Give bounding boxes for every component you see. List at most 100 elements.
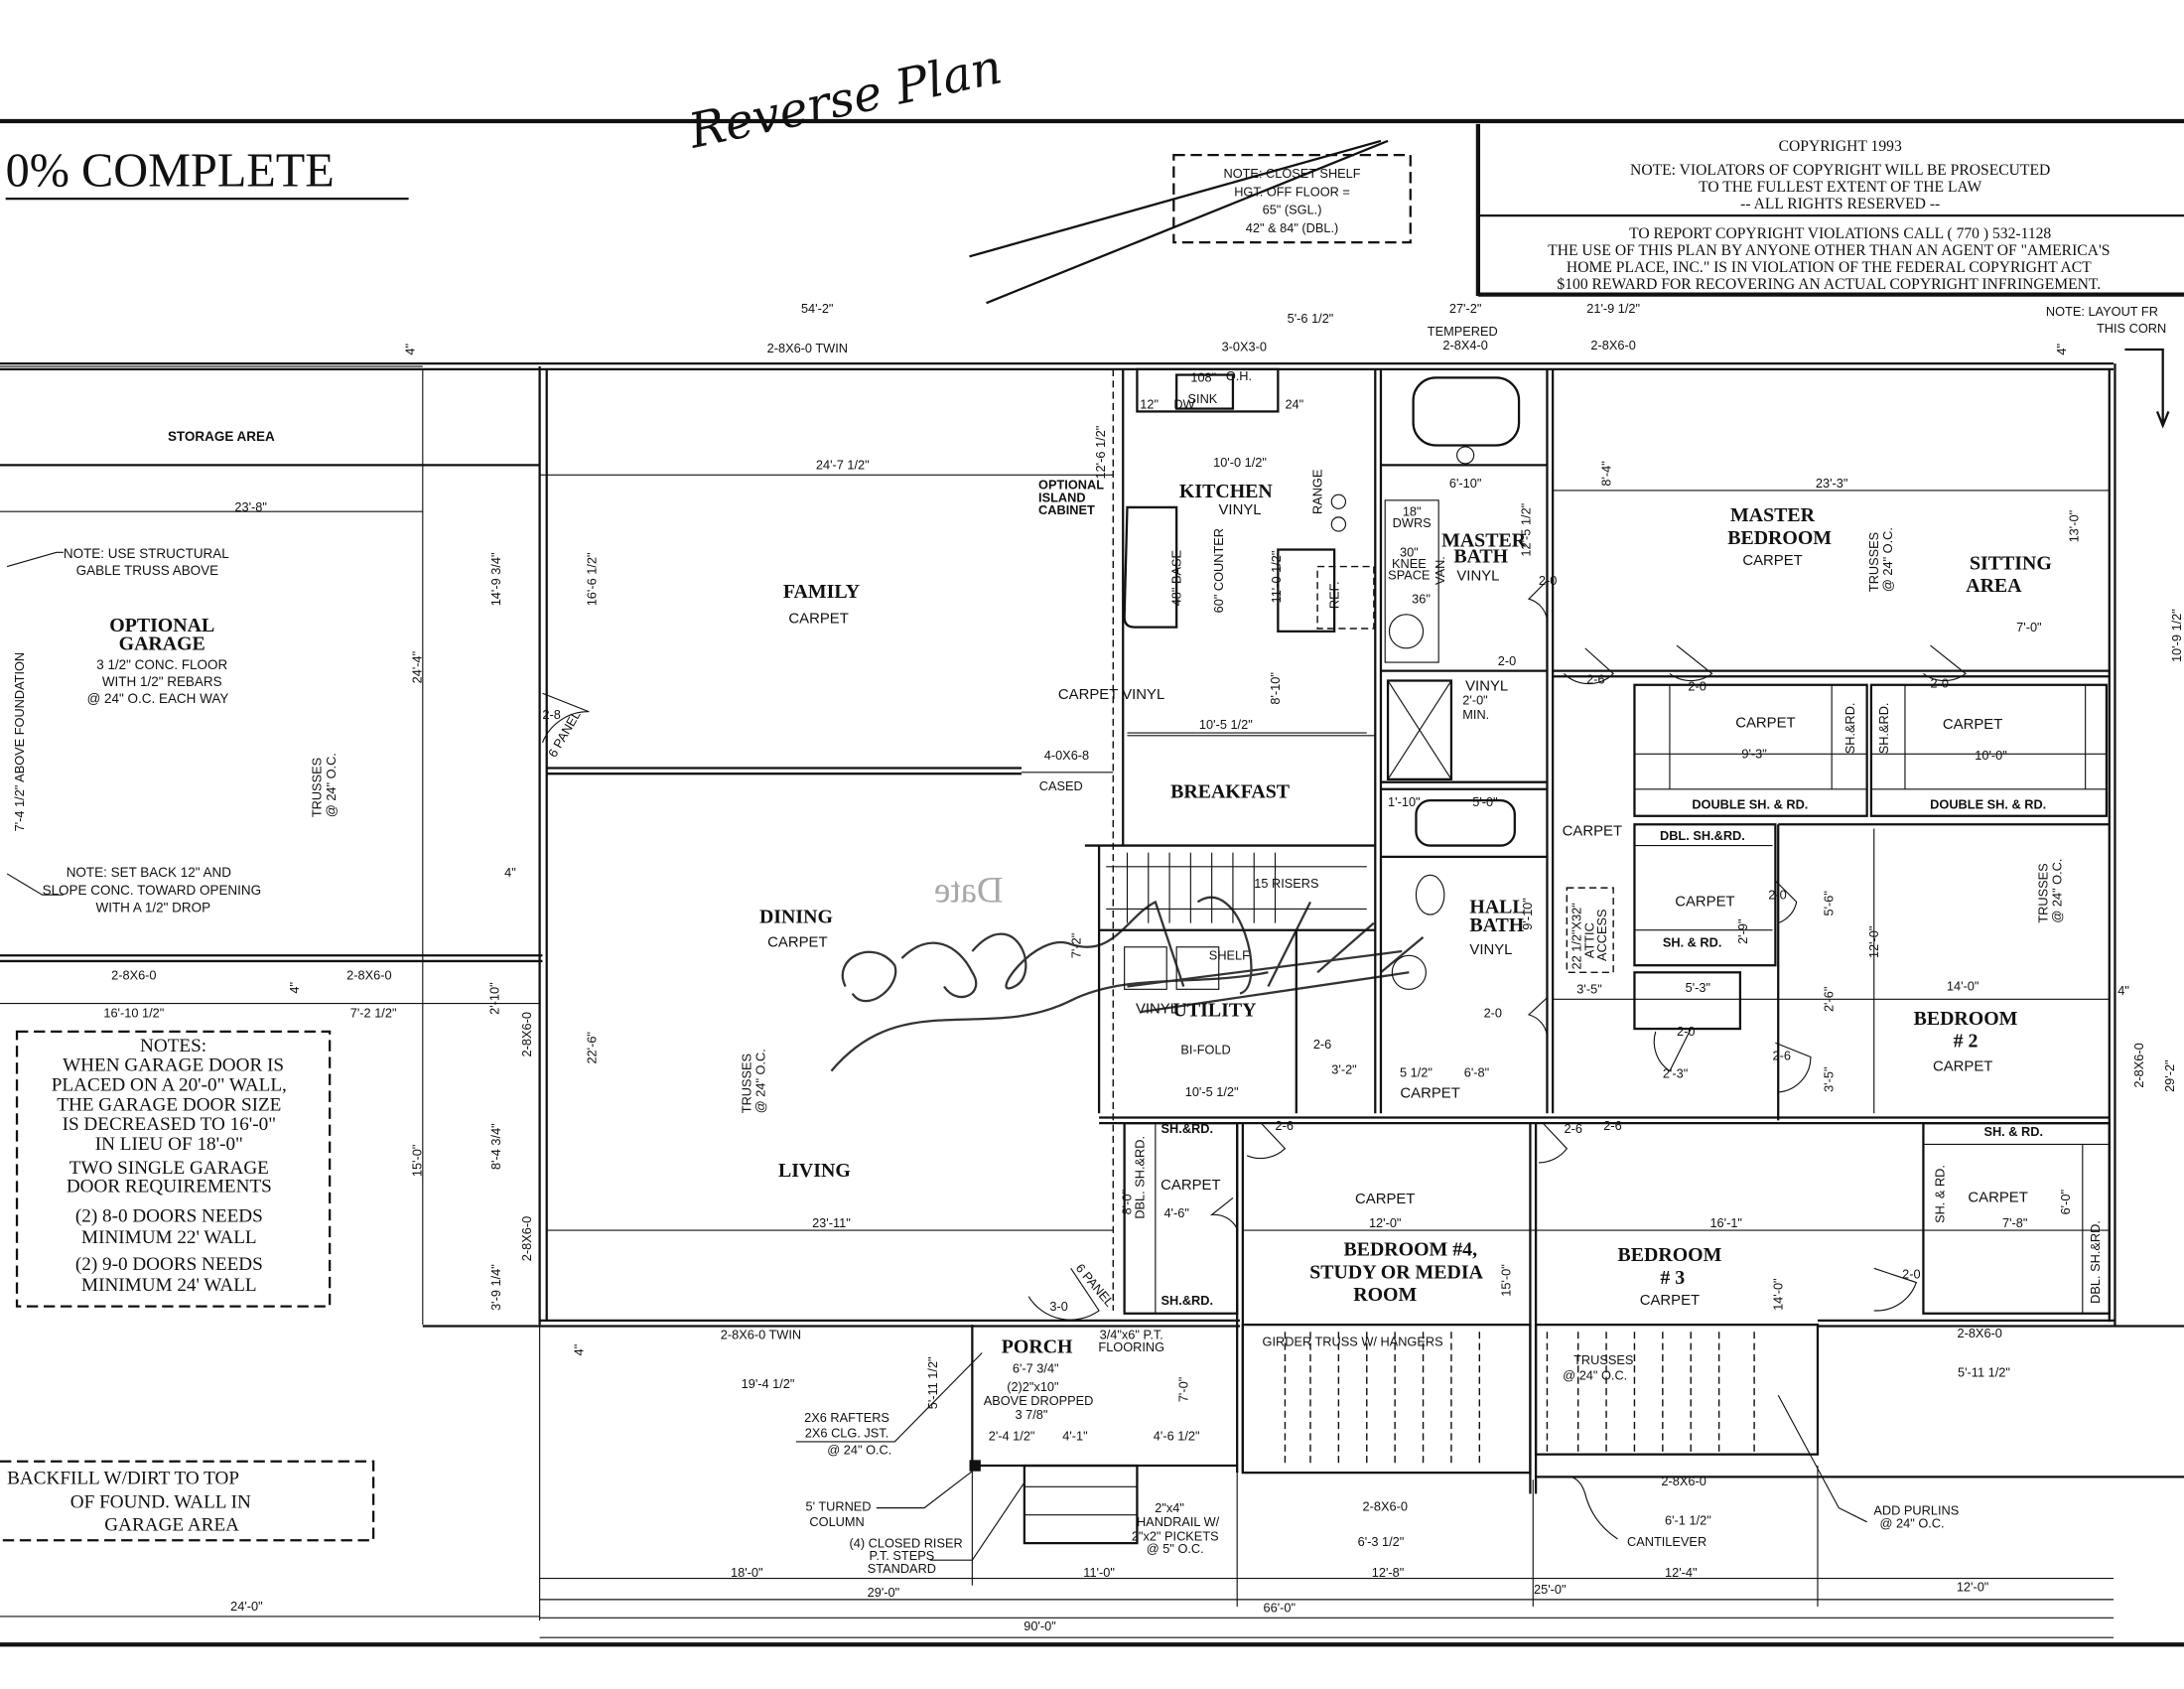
label-24: 24" bbox=[1285, 397, 1303, 412]
handwritten-strokes bbox=[969, 139, 1389, 305]
room-porch: PORCH bbox=[1002, 1337, 1073, 1358]
island-label: CABINET bbox=[1038, 502, 1095, 517]
wall-thickness: 4" bbox=[572, 1344, 587, 1356]
flooring-note: 3/4"x6" P.T. bbox=[1100, 1327, 1163, 1341]
door-swing bbox=[1923, 644, 1967, 682]
door-swing bbox=[1564, 647, 1614, 685]
leader-line bbox=[929, 1481, 1025, 1561]
steps-note: P.T. STEPS bbox=[870, 1548, 935, 1563]
window-size: 2-8X6-0 bbox=[1363, 1498, 1408, 1513]
door-swing bbox=[1209, 1196, 1238, 1229]
window-size: 2-8X6-0 bbox=[1590, 338, 1635, 352]
room-sitting-area: SITTING bbox=[1970, 552, 2052, 574]
dimension: 13'-0" bbox=[2067, 510, 2082, 543]
door-note: CASED bbox=[1039, 778, 1083, 793]
copyright-report-line: THE USE OF THIS PLAN BY ANYONE OTHER THA… bbox=[1548, 242, 2110, 259]
dimension: 3'-2" bbox=[1331, 1061, 1356, 1076]
cantilever-note: CANTILEVER bbox=[1627, 1534, 1706, 1549]
dimension: 10'-5 1/2" bbox=[1199, 717, 1253, 732]
garage-door-note: WHEN GARAGE DOOR IS bbox=[63, 1056, 284, 1076]
dimension: 7'-2 1/2" bbox=[350, 1006, 397, 1021]
garage-spec: WITH 1/2" REBARS bbox=[102, 674, 222, 689]
dimension: 15'-0" bbox=[1499, 1264, 1514, 1297]
door-size-label: 2-0 bbox=[1902, 1266, 1920, 1281]
door-size-label: 2-6 bbox=[1313, 1037, 1331, 1052]
door-swing bbox=[1538, 1122, 1569, 1164]
dimension: 9'-3" bbox=[1741, 747, 1766, 762]
door-size-label: 2-0 bbox=[1688, 678, 1706, 693]
closet-label: SH. & RD. bbox=[1663, 935, 1722, 950]
closet-label: SH.&RD. bbox=[1161, 1121, 1213, 1136]
steps-note: STANDARD bbox=[868, 1561, 936, 1576]
garage-door-note: MINIMUM 24' WALL bbox=[81, 1275, 257, 1296]
garage-door-note: MINIMUM 22' WALL bbox=[81, 1227, 257, 1248]
dimension: 4'-6 1/2" bbox=[1154, 1428, 1200, 1443]
dimension: 25'-0" bbox=[1534, 1582, 1567, 1597]
window-size: 2-8X6-0 bbox=[2131, 1043, 2146, 1087]
copyright-block: COPYRIGHT 1993 NOTE: VIOLATORS OF COPYRI… bbox=[1475, 123, 2184, 297]
door-labels: 2-0 2-6 2-8 3-0 2-6 2-0 2-0 2-6 2-0 2-0 … bbox=[542, 573, 1949, 1314]
dimension: 10'-0" bbox=[1975, 748, 2007, 763]
backfill-note: OF FOUND. WALL IN bbox=[70, 1492, 251, 1513]
door-size-label: 2-0 bbox=[1931, 676, 1949, 691]
dimension: 5'-11 1/2" bbox=[1958, 1365, 2010, 1380]
closet-floor: CARPET bbox=[1968, 1191, 2027, 1206]
trusses-note: TRUSSES bbox=[740, 1054, 754, 1113]
garage-door-note: PLACED ON A 20'-0" WALL, bbox=[52, 1075, 287, 1096]
backfill-note: BACKFILL W/DIRT TO TOP bbox=[7, 1468, 239, 1488]
closet-label: SH.&RD. bbox=[1876, 703, 1891, 755]
dimension: 7'-8" bbox=[2002, 1215, 2027, 1230]
rafters-note: 2X6 RAFTERS bbox=[804, 1410, 889, 1425]
window-size: 2-8X6-0 bbox=[1957, 1326, 2001, 1340]
closet-label: DBL. SH.&RD. bbox=[1660, 828, 1745, 843]
dimension: 15'-0" bbox=[409, 1145, 424, 1178]
door-swing bbox=[1527, 580, 1549, 621]
dwrs-label: DWRS bbox=[1393, 515, 1432, 530]
knee-label: 30" bbox=[1400, 545, 1419, 560]
dimension: 12'-4" bbox=[1665, 1565, 1698, 1580]
room-hall-bath: HALL bbox=[1469, 897, 1525, 918]
room-utility: UTILITY bbox=[1173, 999, 1257, 1021]
label-36: 36" bbox=[1412, 591, 1431, 606]
island-label: ISLAND bbox=[1038, 490, 1086, 504]
window-size: 2-8X6-0 bbox=[346, 967, 391, 982]
room-kitchen: KITCHEN bbox=[1179, 481, 1273, 502]
closet-note-line: 65" (SGL.) bbox=[1263, 203, 1322, 217]
trusses-note: @ 24" O.C. bbox=[1563, 1367, 1627, 1382]
handrail-note: 2"x4" bbox=[1155, 1500, 1184, 1515]
handrail-note: 2"x2" PICKETS bbox=[1132, 1528, 1219, 1543]
attic-label: ATTIC bbox=[1581, 922, 1596, 958]
garage-door-note: THE GARAGE DOOR SIZE bbox=[57, 1094, 281, 1115]
dimension: 90'-0" bbox=[1024, 1619, 1056, 1633]
stair-risers-label: 15 RISERS bbox=[1254, 876, 1318, 891]
six-panel-label: 6 PANEL bbox=[1073, 1261, 1118, 1310]
purlins-note: @ 24" O.C. bbox=[1880, 1515, 1945, 1530]
trusses-note: TRUSSES bbox=[310, 758, 325, 817]
window-size: 2-8X6-0 bbox=[519, 1216, 534, 1261]
dimension: 6'-1 1/2" bbox=[1665, 1513, 1711, 1528]
dimension: 22'-6" bbox=[584, 1032, 599, 1064]
dimension: 24'-4" bbox=[409, 651, 424, 684]
door-swing bbox=[1653, 1028, 1692, 1072]
attic-access-box bbox=[1566, 887, 1614, 974]
window-size: 2-8X6-0 bbox=[1661, 1474, 1706, 1488]
flooring-note: FLOORING bbox=[1098, 1339, 1164, 1354]
copyright-report-line: $100 REWARD FOR RECOVERING AN ACTUAL COP… bbox=[1557, 276, 2101, 293]
dimension: 8'-4" bbox=[1598, 461, 1613, 486]
window-size: 2-8X6-0 bbox=[519, 1012, 534, 1056]
signature-underline bbox=[1127, 949, 1410, 1014]
garage-door-note: IN LIEU OF 18'-0" bbox=[95, 1134, 243, 1155]
room-dining: DINING bbox=[759, 907, 833, 928]
dimension: 10'-9 1/2" bbox=[2169, 609, 2184, 662]
column-note: COLUMN bbox=[809, 1514, 864, 1529]
layout-note: THIS CORN bbox=[2097, 321, 2166, 336]
window-size: 2-8X6-0 TWIN bbox=[767, 341, 848, 355]
dimension: 5'-11 1/2" bbox=[925, 1356, 940, 1409]
doors bbox=[541, 580, 1967, 1321]
stairs: 15 RISERS bbox=[1106, 852, 1367, 923]
room-garage-label: GARAGE bbox=[119, 633, 205, 654]
notes: NOTE: USE STRUCTURAL GABLE TRUSS ABOVE N… bbox=[0, 527, 2065, 1576]
dimension: 21'-9 1/2" bbox=[1586, 301, 1640, 316]
wall-thickness: 4" bbox=[504, 865, 516, 880]
dimension: 6'-3 1/2" bbox=[1358, 1534, 1405, 1549]
